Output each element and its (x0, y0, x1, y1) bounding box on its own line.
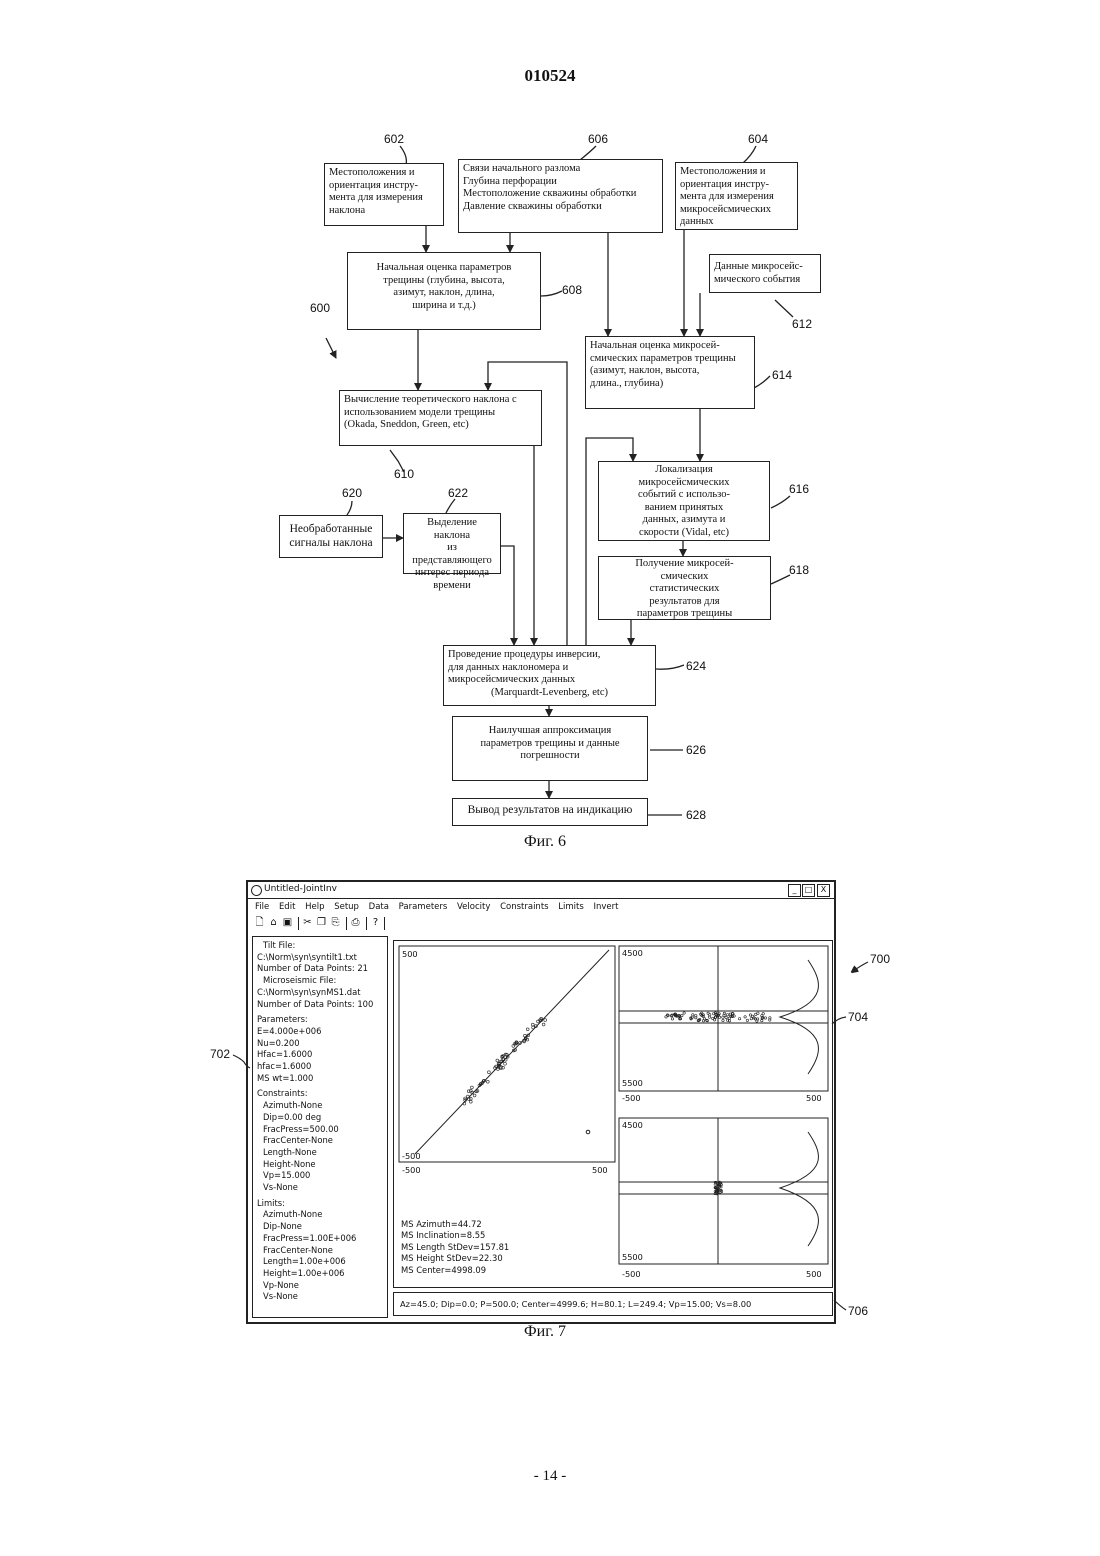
microseismic-point (749, 1014, 751, 1016)
side-bottom-y-top: 4500 (622, 1120, 643, 1130)
microseismic-point (681, 1014, 683, 1016)
side-view-bottom-tilt-curve (780, 1132, 818, 1246)
microseismic-point (496, 1059, 499, 1062)
plots-graphics (248, 882, 834, 1322)
microseismic-point (712, 1017, 714, 1019)
box-602-tiltmeter-location: Местоположения иориентация инстру-мента … (324, 163, 444, 226)
microseismic-point (531, 1023, 534, 1026)
microseismic-point (486, 1080, 489, 1083)
microseismic-point (750, 1018, 752, 1020)
microseismic-point (719, 1191, 721, 1193)
box-612-microseismic-event-data: Данные микросейс-мического события (709, 254, 821, 293)
box-606-initial-fault-links: Связи начального разломаГлубина перфорац… (458, 159, 663, 233)
microseismic-point (707, 1012, 709, 1014)
plan-x-right: 500 (592, 1165, 608, 1175)
plan-x-left: -500 (402, 1165, 421, 1175)
side-top-y-bottom: 5500 (622, 1078, 643, 1088)
ms-height-stdev: MS Height StDev=22.30 (401, 1253, 509, 1264)
ref-706: 706 (848, 1304, 868, 1318)
ref-700: 700 (870, 952, 890, 966)
microseismic-point (504, 1062, 507, 1065)
box-620-raw-tilt-signals: Необработанныесигналы наклона (279, 515, 383, 558)
side-top-x-right: 500 (806, 1093, 822, 1103)
microseismic-point (744, 1016, 746, 1018)
microseismic-point (532, 1026, 535, 1029)
ref-604: 604 (748, 132, 768, 146)
ref-624: 624 (686, 659, 706, 673)
microseismic-point (722, 1019, 724, 1021)
microseismic-points (463, 1012, 771, 1195)
box-622-tilt-extraction: Выделение наклонаиз представляющегоинтер… (403, 513, 501, 574)
microseismic-point (722, 1016, 724, 1018)
microseismic-point (526, 1028, 529, 1031)
ref-704: 704 (848, 1010, 868, 1024)
box-610-theoretical-tilt: Вычисление теоретического наклона сиспол… (339, 390, 542, 446)
microseismic-point (497, 1068, 500, 1071)
ms-center: MS Center=4998.09 (401, 1265, 509, 1276)
plan-view-well-marker (586, 1130, 590, 1134)
box-614-initial-microseismic-estimate: Начальная оценка микросей-смических пара… (585, 336, 755, 409)
ref-614: 614 (772, 368, 792, 382)
side-view-bottom-frame (619, 1118, 828, 1264)
side-bottom-x-right: 500 (806, 1269, 822, 1279)
microseismic-point (471, 1086, 474, 1089)
ms-azimuth: MS Azimuth=44.72 (401, 1219, 509, 1230)
box-618-microseismic-statistics: Получение микросей-смическихстатистическ… (598, 556, 771, 620)
side-view-top-tilt-curve (780, 960, 818, 1074)
side-top-y-top: 4500 (622, 948, 643, 958)
box-608-initial-fracture-estimate: Начальная оценка параметровтрещины (глуб… (347, 252, 541, 330)
fig6-caption: Фиг. 6 (524, 833, 566, 851)
microseismic-point (703, 1018, 705, 1020)
ref-608: 608 (562, 283, 582, 297)
plan-y-top: 500 (402, 949, 418, 959)
ref-616: 616 (789, 482, 809, 496)
fig7-caption: Фиг. 7 (524, 1323, 566, 1341)
ref-600: 600 (310, 301, 330, 315)
microseismic-point (725, 1016, 727, 1018)
ref-612: 612 (792, 317, 812, 331)
ref-620: 620 (342, 486, 362, 500)
ref-602: 602 (384, 132, 404, 146)
box-626-best-approximation: Наилучшая аппроксимацияпараметров трещин… (452, 716, 648, 781)
ms-statistics: MS Azimuth=44.72 MS Inclination=8.55 MS … (401, 1219, 509, 1276)
microseismic-point (542, 1023, 545, 1026)
ref-702: 702 (210, 1047, 230, 1061)
microseismic-point (467, 1095, 470, 1098)
microseismic-point (473, 1094, 476, 1097)
ref-626: 626 (686, 743, 706, 757)
microseismic-point (746, 1019, 748, 1021)
page-number: - 14 - (0, 1468, 1100, 1485)
ref-628: 628 (686, 808, 706, 822)
ms-inclination: MS Inclination=8.55 (401, 1230, 509, 1241)
ref-610: 610 (394, 467, 414, 481)
microseismic-point (718, 1016, 720, 1018)
side-top-x-left: -500 (622, 1093, 641, 1103)
status-bar: Az=45.0; Dip=0.0; P=500.0; Center=4999.6… (393, 1292, 833, 1316)
microseismic-point (738, 1018, 740, 1020)
microseismic-point (757, 1012, 759, 1014)
box-616-microseismic-localization: Локализациямикросейсмическихсобытий с ис… (598, 461, 770, 541)
ms-length-stdev: MS Length StDev=157.81 (401, 1242, 509, 1253)
microseismic-point (469, 1100, 472, 1103)
microseismic-point (752, 1015, 754, 1017)
microseismic-point (726, 1014, 728, 1016)
ref-606: 606 (588, 132, 608, 146)
microseismic-point (671, 1018, 673, 1020)
plan-view-fracture-line (415, 950, 609, 1154)
app-window: Untitled-JointInv _ □ X File Edit Help S… (246, 880, 836, 1324)
side-bottom-y-bottom: 5500 (622, 1252, 643, 1262)
side-bottom-x-left: -500 (622, 1269, 641, 1279)
ref-618: 618 (789, 563, 809, 577)
ref-622: 622 (448, 486, 468, 500)
box-624-inversion-procedure: Проведение процедуры инверсии,для данных… (443, 645, 656, 706)
plan-y-bottom: -500 (402, 1151, 421, 1161)
box-604-microseismic-tool-location: Местоположения иориентация инстру-мента … (675, 162, 798, 230)
microseismic-point (764, 1017, 766, 1019)
microseismic-point (683, 1012, 685, 1014)
microseismic-point (488, 1071, 491, 1074)
microseismic-point (544, 1019, 547, 1022)
box-628-output-results: Вывод результатов на индикацию (452, 798, 648, 826)
